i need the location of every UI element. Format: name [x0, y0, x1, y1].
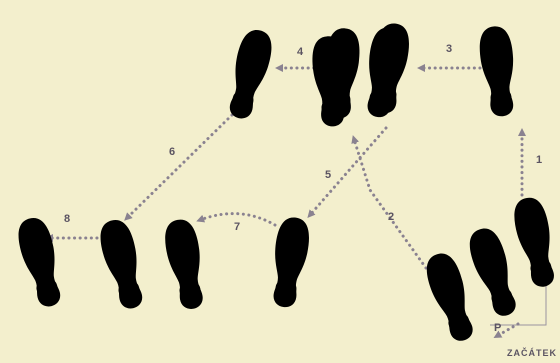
path-step-2 [354, 139, 426, 268]
step-label-5: 5 [325, 169, 331, 181]
step-label-2: 2 [388, 211, 394, 223]
footprint-dark-step-7 [162, 217, 210, 312]
footprint-light-step-6-start [223, 27, 276, 122]
marker-p: P [494, 322, 501, 334]
path-step-5 [310, 128, 386, 215]
footprint-light-step-6 [96, 217, 149, 312]
footprint-dark-step-3 [477, 25, 519, 118]
step-labels: 1 2 3 4 5 6 7 8 P ZAČÁTEK [64, 43, 557, 358]
step-label-1: 1 [536, 154, 542, 166]
start-label: ZAČÁTEK [507, 347, 557, 358]
step-label-4: 4 [297, 46, 304, 58]
step-label-7: 7 [234, 221, 240, 233]
footprint-dark-start [510, 195, 560, 290]
path-step-6 [127, 115, 232, 218]
step-label-3: 3 [446, 43, 452, 55]
footprint-light-start [464, 224, 523, 320]
step-label-8: 8 [64, 213, 70, 225]
footprints [14, 21, 560, 345]
footprint-dark-step-5 [267, 215, 312, 309]
step-label-6: 6 [169, 146, 175, 158]
footprint-light-step-2-start [421, 249, 480, 345]
footprint-light-step-8 [14, 215, 67, 310]
